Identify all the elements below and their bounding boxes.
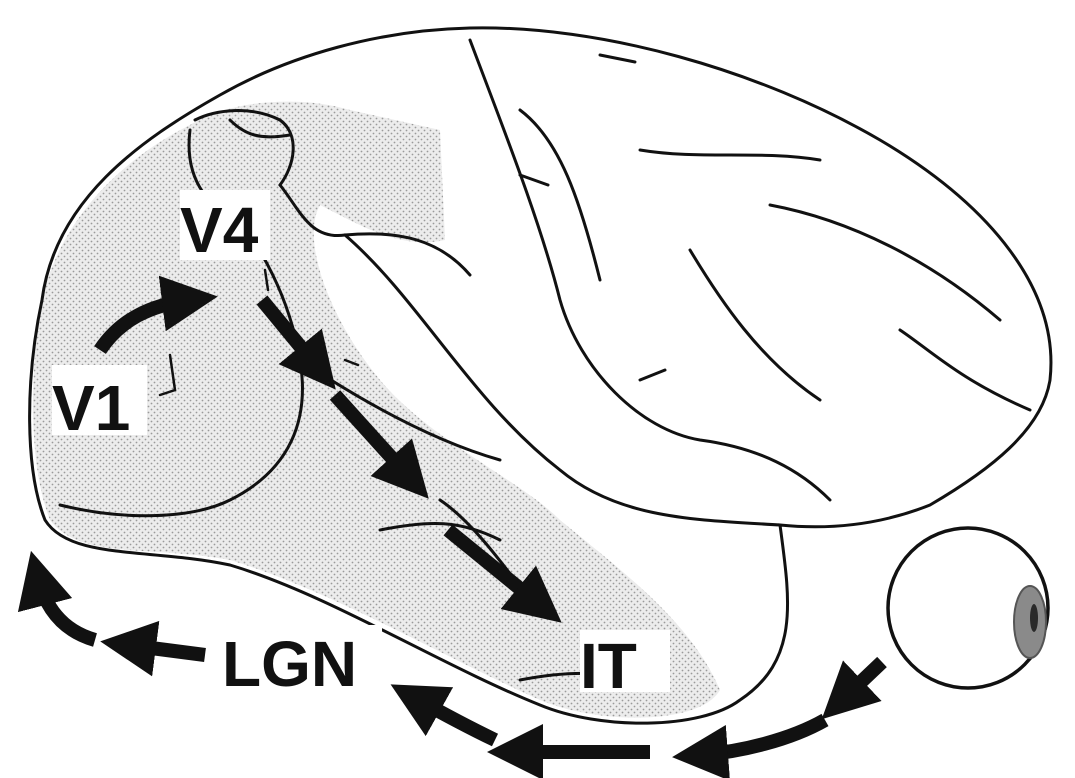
arrow-bottom-right xyxy=(700,720,825,755)
arrow-eye-down xyxy=(842,662,882,700)
label-it: IT xyxy=(580,630,637,702)
arrow-up-to-v1 xyxy=(38,578,95,640)
arrow-toward-lgn xyxy=(415,698,495,740)
label-lgn: LGN xyxy=(222,628,357,700)
eye-icon xyxy=(888,528,1048,688)
iris xyxy=(1014,586,1046,658)
pupil xyxy=(1030,604,1038,632)
arrow-lgn-left xyxy=(128,645,205,655)
label-v1: V1 xyxy=(52,372,130,444)
label-v4: V4 xyxy=(180,194,259,266)
